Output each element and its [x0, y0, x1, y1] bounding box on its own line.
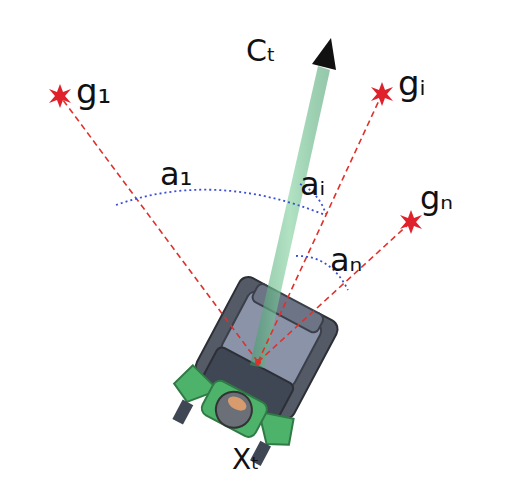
- goal-label: g₁: [76, 74, 111, 108]
- position-label: Xₜ: [232, 446, 259, 474]
- goal-label: gᵢ: [398, 66, 426, 100]
- heading-arrowhead: [312, 38, 336, 70]
- wheelchair: [159, 269, 350, 473]
- heading-beam: [250, 66, 330, 368]
- angle-label: aₙ: [330, 244, 362, 276]
- goal-label: gₙ: [420, 182, 453, 214]
- heading-label: Cₜ: [246, 36, 276, 66]
- origin-point: [255, 359, 261, 365]
- goal-lines: [60, 94, 411, 362]
- angle-label: a₁: [160, 158, 192, 190]
- angle-label: aᵢ: [300, 168, 325, 200]
